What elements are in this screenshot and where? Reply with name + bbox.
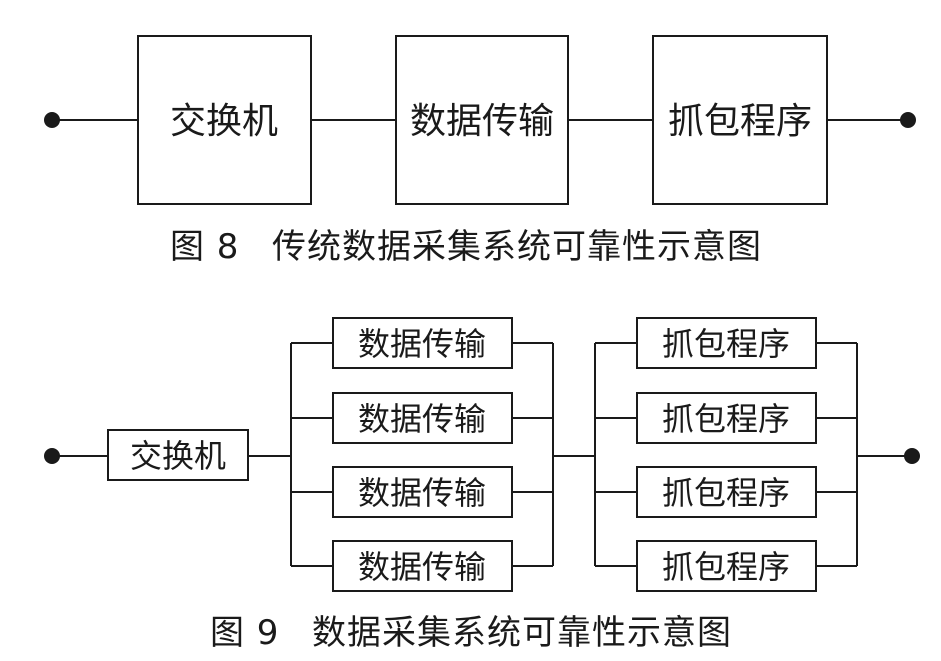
figure-8-caption-number: 图 8	[170, 227, 239, 267]
data-transfer-row: 数据传输	[291, 540, 553, 592]
data-transfer-block	[332, 540, 513, 592]
data-transfer-label: 数据传输	[410, 101, 554, 142]
switch-block	[137, 35, 312, 205]
packet-capture-block	[636, 317, 817, 369]
packet-capture-label: 抓包程序	[662, 548, 790, 586]
data-transfer-block	[332, 392, 513, 444]
figure-8-caption-text: 传统数据采集系统可靠性示意图	[272, 227, 762, 267]
figure-9-caption-number: 图 9	[210, 613, 279, 653]
switch-label: 交换机	[130, 437, 226, 475]
packet-capture-block	[636, 540, 817, 592]
switch-label: 交换机	[170, 101, 278, 142]
output-terminal	[904, 448, 920, 464]
figure-9: 交换机 数据传输 数据传输 数据传输 数据传输	[44, 317, 920, 653]
packet-capture-row: 抓包程序	[595, 466, 857, 518]
packet-capture-label: 抓包程序	[668, 101, 812, 142]
packet-capture-block	[652, 35, 828, 205]
data-transfer-label: 数据传输	[358, 548, 486, 586]
data-transfer-row: 数据传输	[291, 466, 553, 518]
packet-capture-row: 抓包程序	[595, 540, 857, 592]
data-transfer-label: 数据传输	[358, 325, 486, 363]
packet-capture-label: 抓包程序	[662, 400, 790, 438]
figure-9-caption-text: 数据采集系统可靠性示意图	[312, 613, 732, 653]
packet-capture-label: 抓包程序	[662, 325, 790, 363]
packet-capture-block	[636, 466, 817, 518]
data-transfer-block	[395, 35, 569, 205]
figure-8: 交换机 数据传输 抓包程序 图 8 传统数据采集系统可靠性示意图	[44, 35, 916, 267]
packet-capture-row: 抓包程序	[595, 392, 857, 444]
packet-capture-block	[636, 392, 817, 444]
data-transfer-row: 数据传输	[291, 392, 553, 444]
data-transfer-block	[332, 317, 513, 369]
packet-capture-label: 抓包程序	[662, 474, 790, 512]
data-transfer-row: 数据传输	[291, 317, 553, 369]
output-terminal	[900, 112, 916, 128]
packet-capture-row: 抓包程序	[595, 317, 857, 369]
data-transfer-label: 数据传输	[358, 474, 486, 512]
data-transfer-label: 数据传输	[358, 400, 486, 438]
